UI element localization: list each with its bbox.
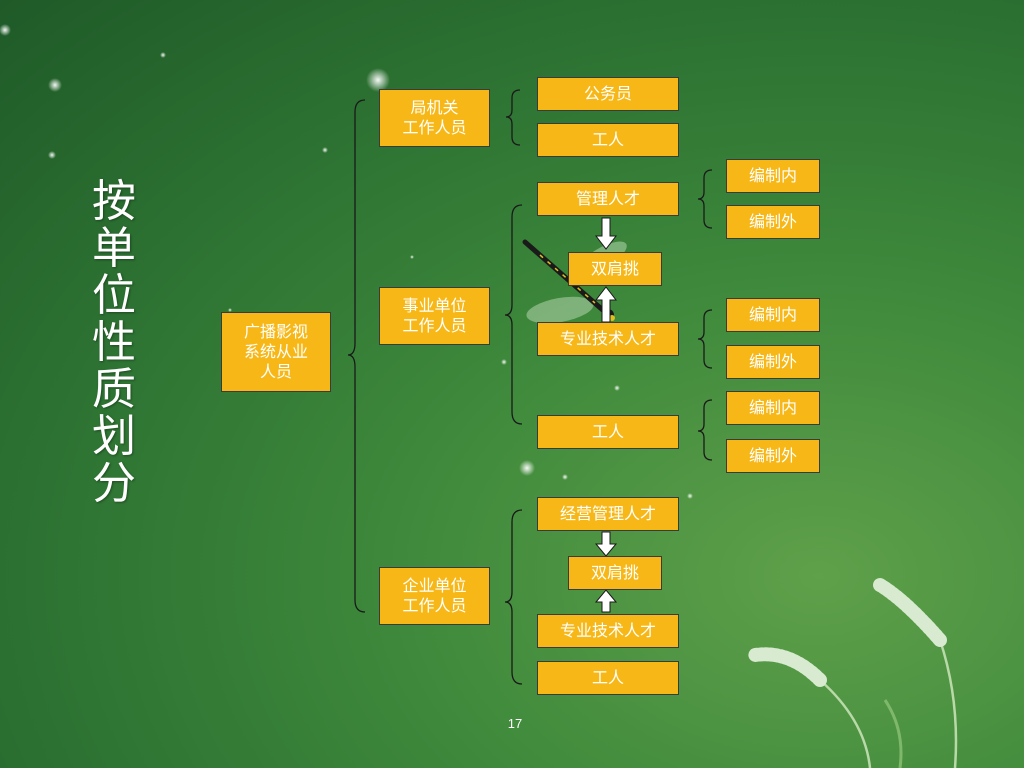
root-brace bbox=[347, 99, 366, 613]
enterprise-brace bbox=[504, 509, 523, 685]
mgmt-in-quota-node: 编制内 bbox=[726, 159, 820, 193]
root-node: 广播影视 系统从业 人员 bbox=[221, 312, 331, 392]
worker-in-quota-node: 编制内 bbox=[726, 391, 820, 425]
bureau-node: 局机关 工作人员 bbox=[379, 89, 490, 147]
title-char: 性 bbox=[92, 317, 136, 368]
bureau-worker-node: 工人 bbox=[537, 123, 679, 157]
arrow-up-1 bbox=[594, 286, 618, 323]
enterprise-tech-node: 专业技术人才 bbox=[537, 614, 679, 648]
title-char: 位 bbox=[92, 270, 136, 321]
page-number: 17 bbox=[507, 716, 523, 731]
arrow-down-2 bbox=[594, 531, 618, 557]
vertical-title: 按 单 位 性 质 划 分 bbox=[88, 178, 140, 507]
title-char: 质 bbox=[92, 364, 136, 415]
institution-node: 事业单位 工作人员 bbox=[379, 287, 490, 345]
enterprise-worker-node: 工人 bbox=[537, 661, 679, 695]
title-char: 分 bbox=[92, 458, 136, 509]
institution-worker-node: 工人 bbox=[537, 415, 679, 449]
institution-mgmt-node: 管理人才 bbox=[537, 182, 679, 216]
title-char: 单 bbox=[92, 223, 136, 274]
arrow-up-2 bbox=[594, 589, 618, 613]
grass-image bbox=[748, 578, 958, 768]
tech-sub-brace bbox=[697, 309, 713, 369]
title-char: 划 bbox=[92, 411, 136, 462]
enterprise-dual-node: 双肩挑 bbox=[568, 556, 662, 590]
institution-dual-node: 双肩挑 bbox=[568, 252, 662, 286]
civil-servant-node: 公务员 bbox=[537, 77, 679, 111]
institution-brace bbox=[504, 204, 523, 425]
tech-in-quota-node: 编制内 bbox=[726, 298, 820, 332]
title-char: 按 bbox=[92, 176, 136, 227]
enterprise-mgmt-node: 经营管理人才 bbox=[537, 497, 679, 531]
worker-sub-brace bbox=[697, 399, 713, 461]
arrow-down-1 bbox=[594, 217, 618, 250]
worker-out-quota-node: 编制外 bbox=[726, 439, 820, 473]
bureau-brace bbox=[505, 89, 521, 146]
tech-out-quota-node: 编制外 bbox=[726, 345, 820, 379]
institution-tech-node: 专业技术人才 bbox=[537, 322, 679, 356]
enterprise-node: 企业单位 工作人员 bbox=[379, 567, 490, 625]
mgmt-out-quota-node: 编制外 bbox=[726, 205, 820, 239]
mgmt-sub-brace bbox=[697, 169, 713, 229]
